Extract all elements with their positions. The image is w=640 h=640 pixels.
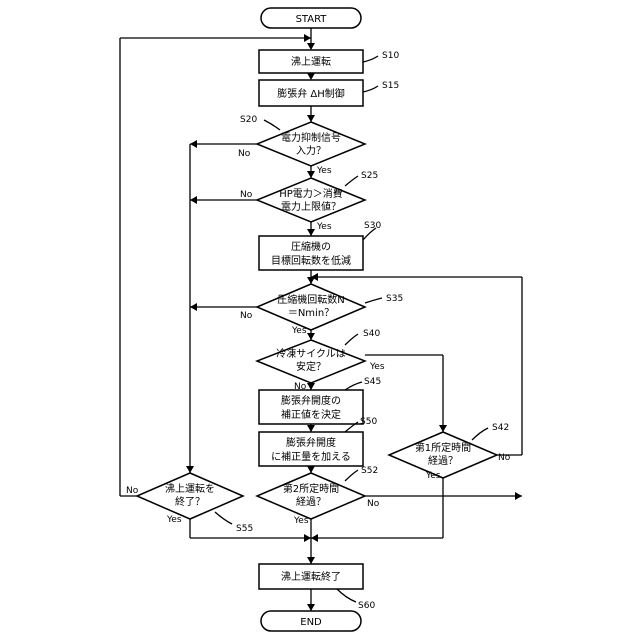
s15-step: S15 (382, 81, 399, 91)
s52-no: No (367, 499, 380, 509)
start-label: START (296, 14, 328, 25)
s35-yes: Yes (291, 326, 307, 336)
s52-line1: 第2所定時間 (283, 482, 339, 495)
s50-line1: 膨張弁開度 (286, 436, 336, 449)
s60-step: S60 (358, 601, 375, 611)
s20-step: S20 (240, 115, 257, 125)
s52-yes: Yes (293, 516, 309, 526)
s42-line2: 経過？ (428, 454, 458, 467)
s30-step: S30 (364, 221, 381, 231)
start-terminal: START (261, 8, 361, 28)
s40-step: S40 (363, 329, 380, 339)
s40-line1: 冷凍サイクルは (276, 347, 346, 360)
s60-text: 沸上運転終了 (281, 570, 341, 583)
s42-line1: 第1所定時間 (415, 441, 471, 454)
s25-no: No (240, 190, 253, 200)
s55-no: No (126, 486, 139, 496)
s45-line1: 膨張弁開度の (281, 394, 341, 407)
end-label: END (300, 617, 322, 628)
decision-s42: 第1所定時間 経過？ S42 No Yes (389, 423, 511, 481)
s10-step: S10 (382, 51, 399, 61)
s45-line2: 補正値を決定 (281, 408, 341, 421)
decision-s25: HP電力＞消費 電力上限値？ S25 No Yes (240, 171, 378, 232)
s30-line2: 目標回転数を低減 (271, 254, 351, 267)
s25-yes: Yes (316, 222, 332, 232)
s15-text: 膨張弁 ΔH制御 (277, 87, 345, 100)
s40-line2: 安定？ (296, 360, 326, 373)
s35-step: S35 (386, 294, 403, 304)
s25-line2: 電力上限値？ (281, 200, 341, 213)
s52-step: S52 (361, 466, 378, 476)
s30-line1: 圧縮機の (291, 240, 331, 253)
s10-text: 沸上運転 (291, 55, 331, 68)
decision-s52: 第2所定時間 経過？ S52 No Yes (257, 466, 380, 526)
s35-no: No (240, 311, 253, 321)
s25-step: S25 (361, 171, 378, 181)
s42-yes: Yes (425, 471, 441, 481)
step-s60: 沸上運転終了 S60 (259, 564, 375, 611)
decision-s20: 電力抑制信号 入力？ S20 No Yes (238, 115, 365, 176)
s40-yes: Yes (369, 362, 385, 372)
s42-no: No (498, 453, 511, 463)
s55-yes: Yes (166, 515, 182, 525)
s45-step: S45 (364, 377, 381, 387)
s20-line2: 入力？ (296, 144, 326, 157)
s55-line2: 終了？ (175, 495, 205, 508)
end-terminal: END (261, 611, 361, 631)
s55-line1: 沸上運転を (165, 482, 215, 495)
step-s15: 膨張弁 ΔH制御 S15 (259, 80, 399, 106)
s35-line2: ＝Nmin？ (288, 308, 334, 319)
step-s10: 沸上運転 S10 (259, 50, 399, 73)
s20-line1: 電力抑制信号 (281, 131, 341, 144)
s42-step: S42 (492, 423, 509, 433)
s25-line1: HP電力＞消費 (279, 187, 343, 200)
s20-yes: Yes (316, 166, 332, 176)
s20-no: No (238, 149, 251, 159)
s50-line2: に補正量を加える (271, 450, 351, 463)
s35-line1: 圧縮機回転数N (277, 293, 344, 306)
s52-line2: 経過？ (296, 495, 326, 508)
s55-step: S55 (236, 524, 253, 534)
s50-step: S50 (360, 417, 377, 427)
